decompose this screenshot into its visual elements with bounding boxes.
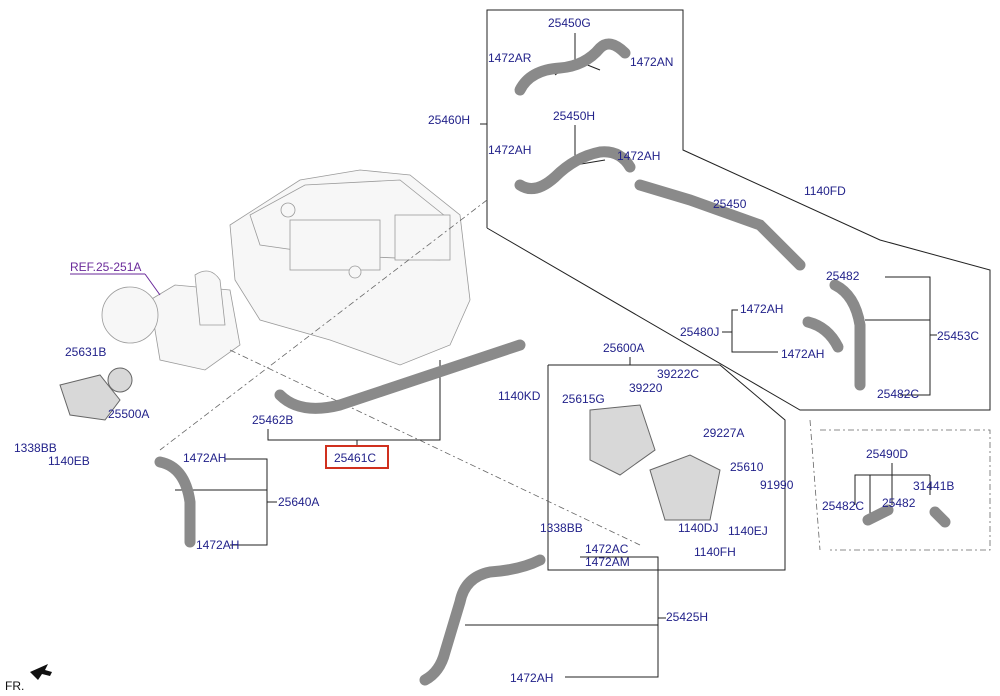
part-label[interactable]: 1140EJ [728, 524, 768, 538]
part-label[interactable]: 1472AR [488, 51, 532, 65]
part-label[interactable]: 25600A [603, 341, 644, 355]
part-label[interactable]: 25482C [822, 499, 864, 513]
part-label[interactable]: 25453C [937, 329, 979, 343]
part-label[interactable]: 25450 [713, 197, 747, 211]
part-label[interactable]: 39222C [657, 367, 699, 381]
hoses [154, 38, 951, 686]
part-label[interactable]: 1140FD [804, 184, 846, 198]
part-label[interactable]: 1472AN [630, 55, 673, 69]
part-label[interactable]: 25482 [882, 496, 916, 510]
part-label[interactable]: 25480J [680, 325, 719, 339]
part-label[interactable]: 1472AH [196, 538, 239, 552]
part-label[interactable]: 1140FH [694, 545, 736, 559]
part-label[interactable]: 29227A [703, 426, 744, 440]
part-label[interactable]: 1140DJ [678, 521, 718, 535]
part-label[interactable]: 1472AH [781, 347, 824, 361]
part-label[interactable]: 1140EB [48, 454, 90, 468]
part-label[interactable]: 1472AH [183, 451, 226, 465]
part-label[interactable]: 91990 [760, 478, 794, 492]
reference-arrow [144, 273, 161, 296]
highlighted-part-label[interactable]: 25461C [334, 451, 376, 465]
front-direction-marker: FR. [5, 664, 52, 693]
part-label[interactable]: 1338BB [540, 521, 583, 535]
thermostat-housing-assembly [59, 367, 721, 521]
part-label[interactable]: 25610 [730, 460, 764, 474]
part-label[interactable]: 25482 [826, 269, 860, 283]
part-label[interactable]: 25615G [562, 392, 605, 406]
part-label[interactable]: 31441B [913, 479, 954, 493]
part-label[interactable]: 1472AH [617, 149, 660, 163]
part-label[interactable]: 25450G [548, 16, 591, 30]
part-label[interactable]: 25631B [65, 345, 106, 359]
part-label[interactable]: 25462B [252, 413, 293, 427]
part-labels: 25450G 1472AR 1472AN 25460H 25450H 1472A… [14, 16, 979, 685]
engine-block-illustration [101, 169, 471, 371]
part-label[interactable]: 1472AH [740, 302, 783, 316]
part-label[interactable]: 1472AH [510, 671, 553, 685]
part-label[interactable]: 1472AM [585, 555, 630, 569]
arrow-icon [30, 664, 52, 680]
part-label[interactable]: 25490D [866, 447, 908, 461]
part-label[interactable]: 25500A [108, 407, 149, 421]
part-label[interactable]: 39220 [629, 381, 663, 395]
part-label[interactable]: 25460H [428, 113, 470, 127]
part-label[interactable]: 25640A [278, 495, 319, 509]
part-label[interactable]: 1338BB [14, 441, 57, 455]
reference-label[interactable]: REF.25-251A [70, 260, 141, 274]
part-label[interactable]: 1140KD [498, 389, 541, 403]
part-label[interactable]: 25425H [666, 610, 708, 624]
part-label[interactable]: 25482C [877, 387, 919, 401]
part-label[interactable]: 25450H [553, 109, 595, 123]
highlight-box [325, 445, 389, 469]
front-label: FR. [5, 679, 24, 693]
part-label[interactable]: 1472AC [585, 542, 629, 556]
part-label[interactable]: 1472AH [488, 143, 531, 157]
